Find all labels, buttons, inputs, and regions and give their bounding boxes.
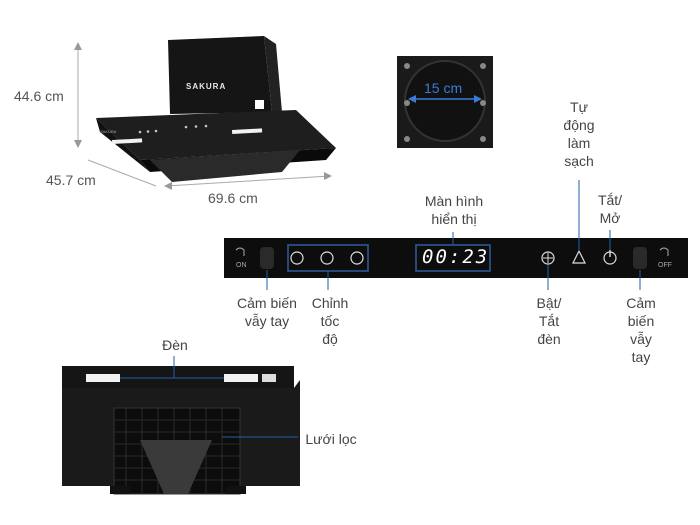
underside-front-lip [62,366,294,388]
label-filter: Lưới lọc [305,431,357,447]
underside-foot-right [226,486,246,494]
speed-2-icon[interactable] [320,251,334,265]
duct-opening [404,60,486,142]
underside-foot-left [110,486,130,494]
hood-light-left [112,138,143,144]
hand-sensor-left-tag: ON [236,262,247,269]
hood-canopy [96,110,336,160]
label-display: Màn hình hiển thị [424,193,484,227]
hood-canopy-edge [96,118,150,172]
hood-panel-brand: SAKURA [100,129,117,134]
underside-badge [262,374,276,382]
label-self-clean: Tự động làm sạch [563,99,595,169]
speed-1-icon[interactable] [290,251,304,265]
hand-wave-icon-left [235,247,245,256]
hand-sensor-right[interactable] [633,247,647,269]
self-clean-icon[interactable] [572,249,586,264]
hood-control-dots [138,124,208,134]
filter-cone [140,440,212,494]
hood-chimney [168,36,272,114]
height-dimension-label: 44.6 cm [14,88,64,104]
duct-screws [404,63,486,142]
hood-filter-tray [150,150,300,182]
hood-brand-logo: SAKURA [186,82,227,91]
depth-dimension-line [87,159,157,187]
hand-wave-icon-right [659,247,669,256]
display-value: 00:23 [422,246,490,268]
hood-qr-badge [255,100,264,109]
hood-light-right [232,128,263,134]
underside-light-left [86,374,120,382]
duct-dimension-label: 15 cm [424,80,463,96]
width-dimension-label: 69.6 cm [208,190,258,206]
label-hand-sensor-left: Cảm biến vẫy tay [237,295,297,329]
label-power: Tắt/ Mở [597,192,623,226]
panel-leader-lines [266,180,641,290]
label-hand-sensor-right: Cảm biến vẫy tay [626,295,656,365]
underside-light-right [224,374,258,382]
hand-sensor-right-tag: OFF [658,262,672,269]
bottom-leader-lines [120,356,298,438]
label-light-toggle: Bật/ Tắt đèn [536,295,562,347]
hood-chimney-side [264,36,282,112]
width-dimension-line [165,175,331,187]
hand-sensor-left[interactable] [260,247,274,269]
light-toggle-icon[interactable] [541,251,555,265]
label-light: Đèn [162,337,188,353]
depth-dimension-label: 45.7 cm [46,172,96,188]
label-speed: Chỉnh tốc độ [311,295,349,347]
speed-3-icon[interactable] [350,251,364,265]
